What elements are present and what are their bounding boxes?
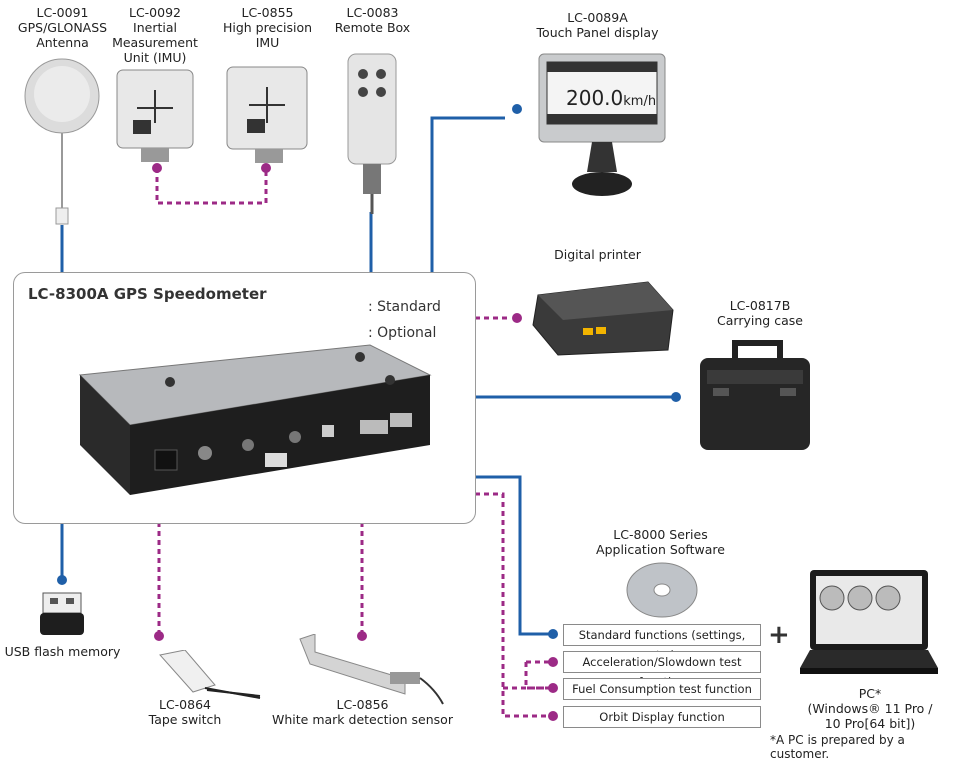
function-orbit: Orbit Display function [563,706,761,728]
legend-optional: : Optional [368,325,437,341]
remote-label: LC-0083 Remote Box [334,5,411,35]
touch-panel-label: LC-0089A Touch Panel display [536,10,659,40]
main-title: LC-8300A GPS Speedometer [28,285,267,303]
pc-label: PC* (Windows® 11 Pro / 10 Pro[64 bit]) [807,686,933,731]
plus-sign: + [768,620,790,650]
tape-switch-image [159,650,261,699]
touch-panel-image [538,53,666,196]
printer-label: Digital printer [554,247,641,262]
software-line [475,475,553,636]
printer-image [532,281,674,356]
usb-flash-image [40,592,84,635]
sensor-label: LC-0856 White mark detection sensor [272,697,453,727]
imu-image [116,69,194,162]
carrying-case-image [700,340,810,450]
imu-hp-label: LC-0855 High precision IMU [222,5,313,50]
function-acceleration: Acceleration/Slowdown test function [563,651,761,689]
pc-note: *A PC is prepared by a customer. [770,733,905,761]
function-fuel: Fuel Consumption test function [563,678,761,700]
imu-label: LC-0092 Inertial Measurement Unit (IMU) [112,5,198,65]
function-standard: Standard functions (settings, etc.) [563,624,761,662]
imu-line [155,168,268,205]
sensor-image [299,634,444,705]
software-disc-image [626,562,698,618]
usb-label: USB flash memory [4,644,121,659]
software-label: LC-8000 Series Application Software [596,527,725,557]
speedometer-unit-image [78,344,432,495]
touch-screen-value: 200.0km/h [566,86,657,110]
antenna-label: LC-0091 GPS/GLONASS Antenna [17,5,108,50]
remote-box-image [347,53,397,214]
optional-functions-line [475,492,553,718]
antenna-image [24,58,100,225]
imu-hp-image [226,66,308,163]
pc-laptop-image [800,570,938,674]
case-label: LC-0817B Carrying case [717,298,803,328]
legend-standard: : Standard [368,299,441,315]
tape-label: LC-0864 Tape switch [148,697,222,727]
touch-screen-unit: km/h [623,94,657,109]
touch-panel-line [430,116,505,272]
